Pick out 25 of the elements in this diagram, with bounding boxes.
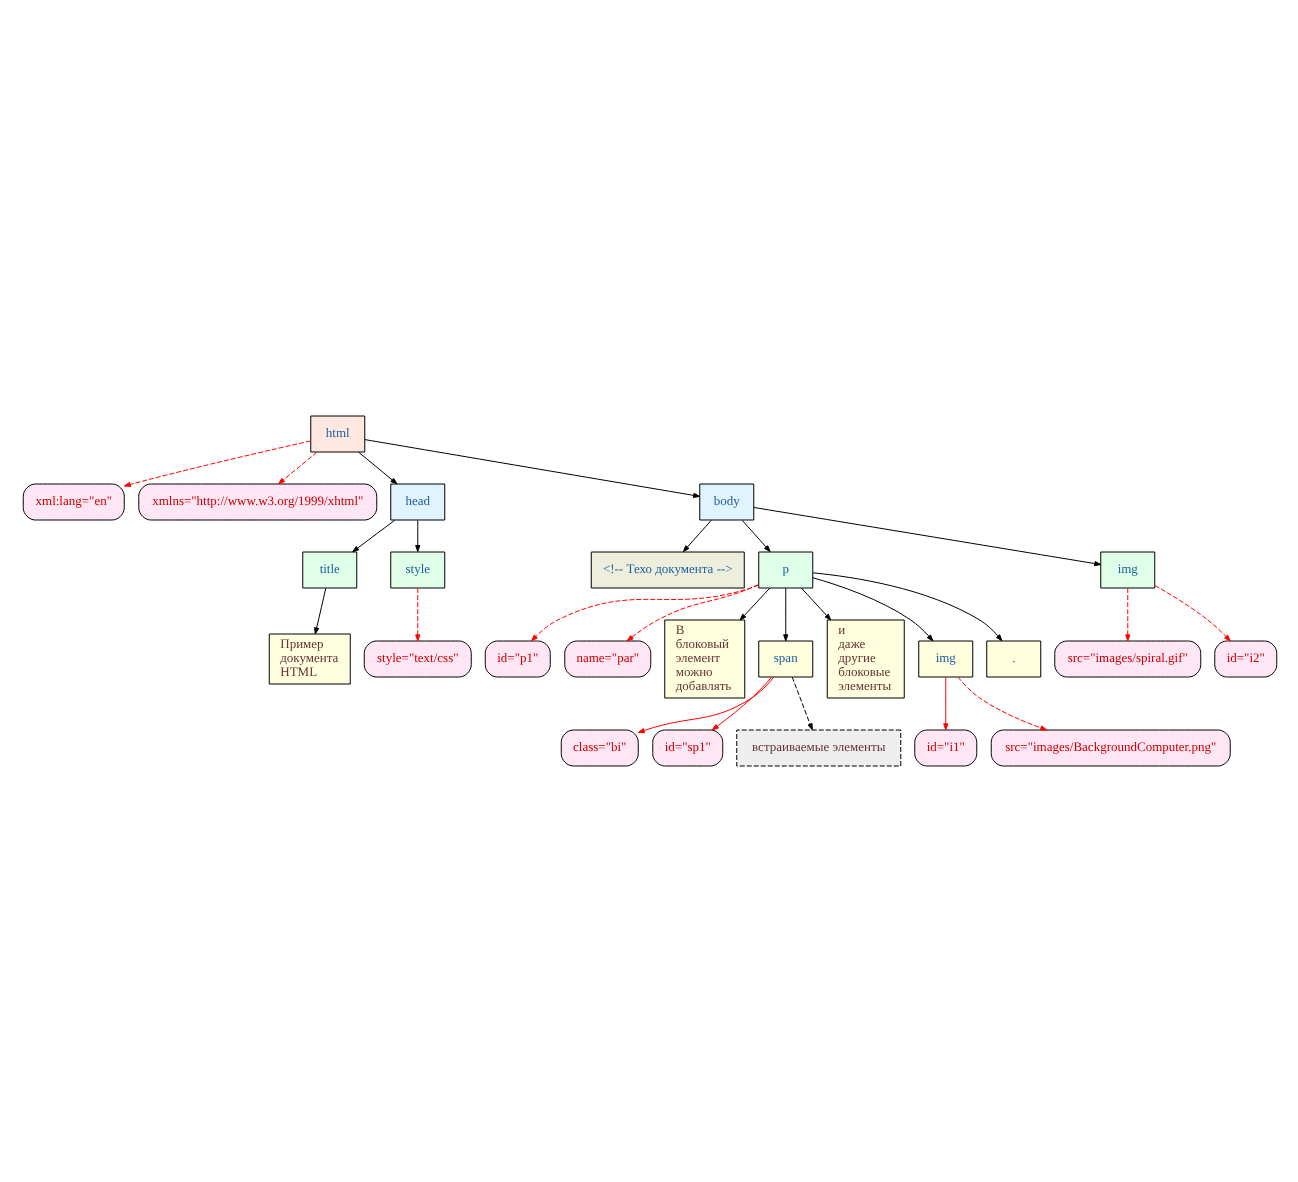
arrow bbox=[782, 587, 788, 642]
arrow bbox=[811, 572, 1002, 642]
arrow bbox=[956, 676, 1047, 731]
arrow bbox=[790, 676, 812, 731]
arrow bbox=[942, 676, 948, 731]
arrow bbox=[811, 577, 933, 642]
arrow bbox=[414, 519, 420, 553]
arrow bbox=[1124, 587, 1130, 642]
arrow bbox=[530, 584, 759, 642]
arrow bbox=[710, 676, 771, 731]
arrow bbox=[740, 519, 770, 553]
arrow bbox=[1153, 585, 1230, 642]
arrow bbox=[357, 451, 397, 485]
arrow bbox=[800, 587, 831, 621]
arrow bbox=[351, 519, 395, 553]
arrow bbox=[313, 587, 326, 635]
arrow bbox=[122, 440, 311, 487]
arrow bbox=[752, 507, 1101, 567]
arrow bbox=[363, 439, 700, 498]
arrow bbox=[277, 451, 317, 485]
arrow bbox=[738, 587, 770, 621]
arrow bbox=[625, 584, 758, 642]
arrow bbox=[636, 676, 774, 734]
arrow bbox=[414, 587, 420, 642]
arrow bbox=[681, 519, 711, 553]
